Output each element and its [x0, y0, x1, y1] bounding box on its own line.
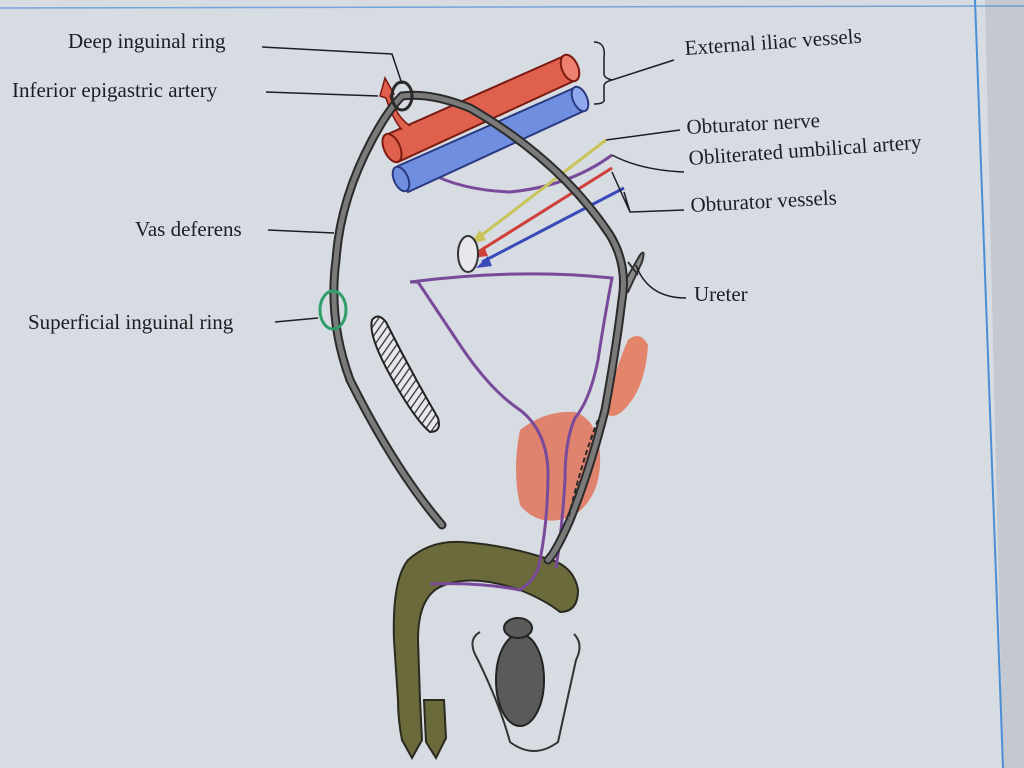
vas-deferens: [331, 92, 626, 563]
label-inferior-epigastric-artery: Inferior epigastric artery: [12, 78, 218, 102]
obturator-vein: [476, 186, 625, 268]
page-margin-line: [974, 0, 1004, 768]
bladder-urethra-outline: [416, 281, 550, 592]
page-paper: [0, 0, 1003, 768]
label-superficial-inguinal-ring: Superficial inguinal ring: [28, 310, 234, 334]
external-iliac-vein: [391, 85, 590, 194]
external-iliac-artery: [381, 53, 581, 164]
obliterated-umbilical-artery: [427, 153, 613, 194]
page-top-line: [0, 5, 1024, 9]
leader-lines: [261, 41, 687, 323]
ejaculatory-duct: [567, 419, 599, 521]
label-deep-inguinal-ring: Deep inguinal ring: [68, 29, 226, 53]
obturator-canal: [457, 235, 479, 273]
pubic-bone-shape: [370, 315, 440, 434]
label-vas-deferens: Vas deferens: [135, 217, 242, 241]
glans-shape: [422, 699, 448, 761]
scrotum-outline: [471, 631, 581, 752]
seminal-vesicle-shape: [608, 336, 648, 416]
epididymis-shape: [503, 617, 533, 639]
superficial-inguinal-ring-shape: [318, 289, 348, 331]
inferior-epigastric-artery: [379, 76, 411, 131]
bladder-wall-outline: [409, 272, 614, 569]
testis-shape: [495, 633, 545, 727]
label-ureter: Ureter: [694, 282, 748, 306]
